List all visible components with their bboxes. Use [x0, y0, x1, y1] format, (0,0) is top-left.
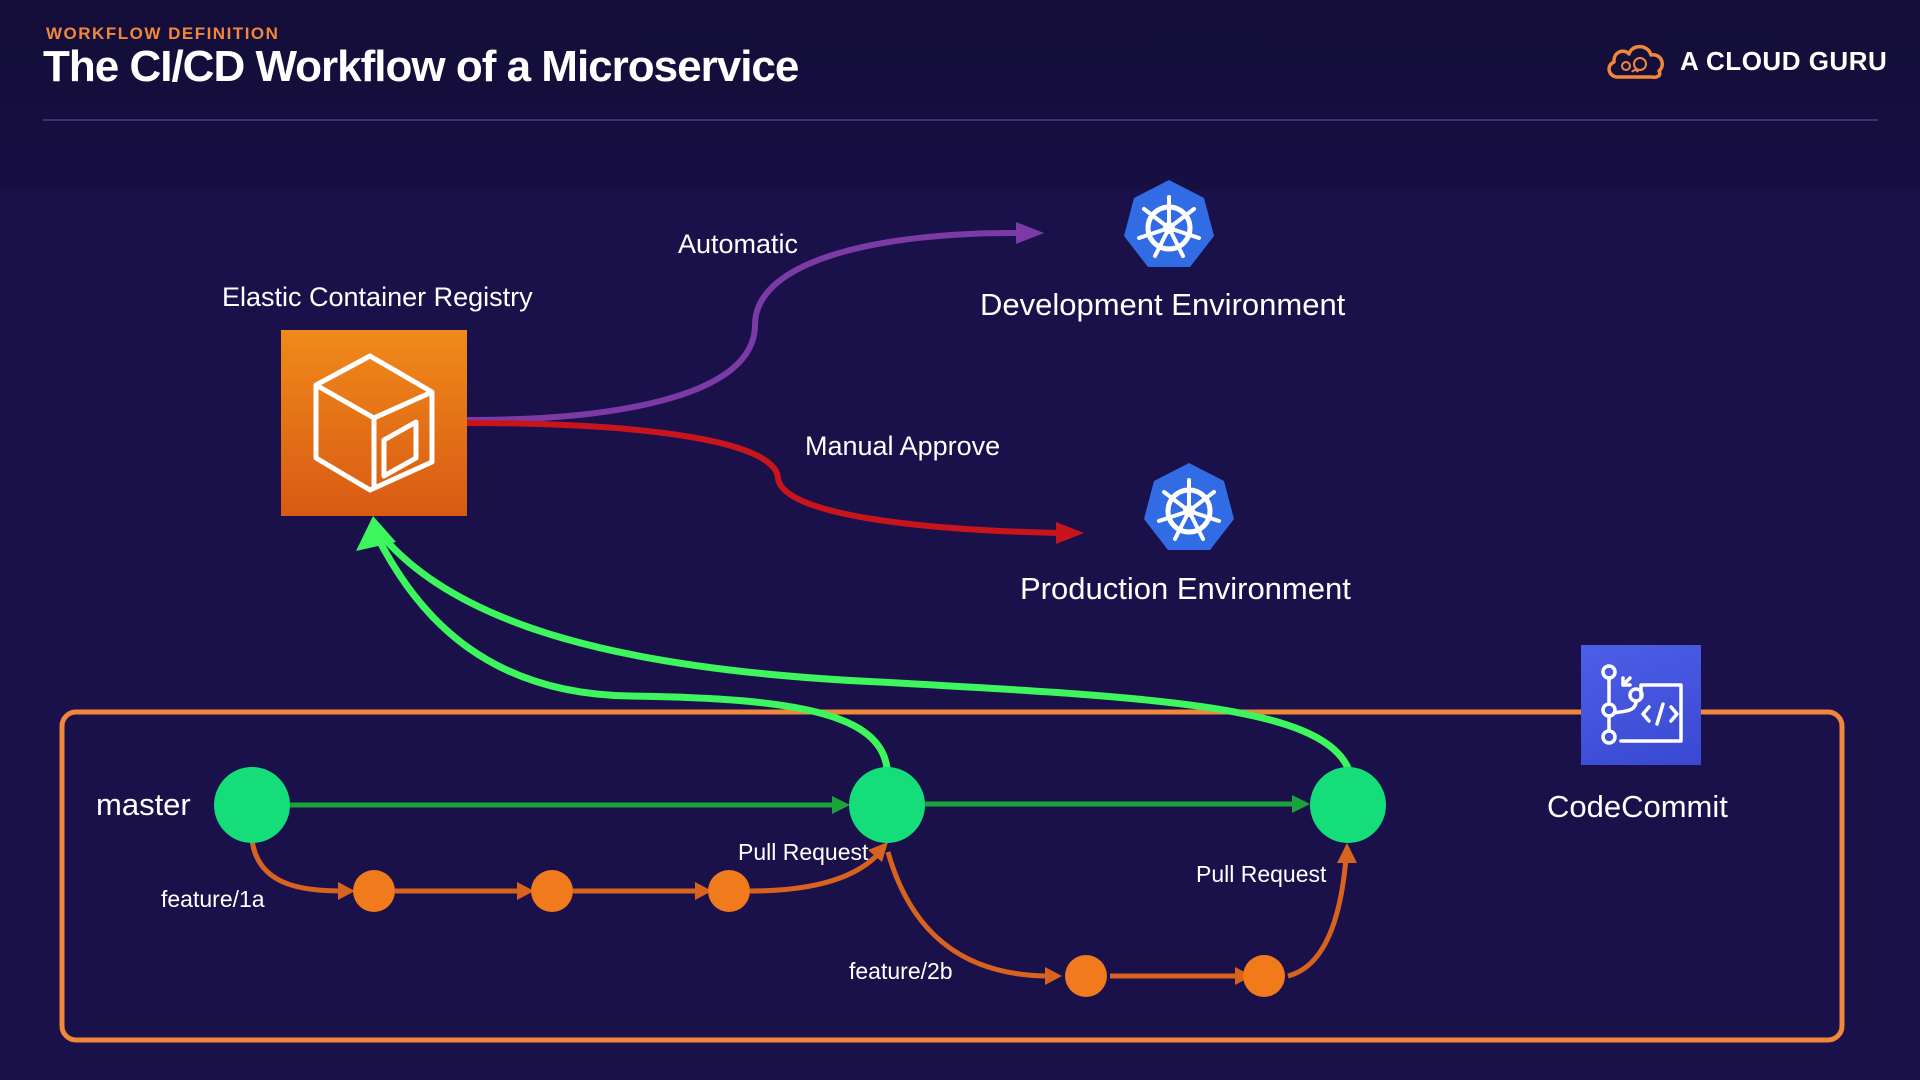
section-eyebrow: WORKFLOW DEFINITION: [46, 24, 280, 43]
build-push-arrow-1: [374, 534, 891, 772]
feature-1a-merge-arrow: [868, 842, 888, 862]
master-commit-3: [1310, 767, 1386, 843]
ecr-label: Elastic Container Registry: [222, 282, 533, 312]
header-divider: [43, 119, 1878, 121]
automatic-label: Automatic: [678, 229, 799, 259]
build-arrow-head: [356, 516, 396, 551]
codecommit-tile: [1581, 645, 1701, 765]
cloud-logo-icon: [1607, 44, 1664, 79]
master-commit-1: [214, 767, 290, 843]
feature-2b-merge-arrow: [1337, 843, 1357, 863]
feature-1a-arrow-1: [338, 882, 355, 900]
automatic-arrow-head: [1016, 222, 1044, 244]
brand-name: A CLOUD GURU: [1680, 45, 1888, 76]
feature-1a-commit-2: [531, 870, 573, 912]
brand-logo: A CLOUD GURU: [1604, 38, 1887, 84]
feature-1a-branch-line: [249, 839, 346, 894]
codecommit-icon: [1601, 664, 1683, 745]
master-commit-2: [849, 767, 925, 843]
dev-env-label: Development Environment: [980, 287, 1346, 322]
manual-approve-label: Manual Approve: [805, 431, 1001, 461]
pull-request-label-2: Pull Request: [1196, 861, 1327, 887]
feature-1a-commit-1: [353, 870, 395, 912]
codecommit-label: CodeCommit: [1547, 789, 1728, 824]
feature-1a-merge-line: [749, 850, 882, 894]
feature-2b-arrow-1: [1045, 967, 1062, 985]
feature-2b-commit-2: [1243, 955, 1285, 997]
pull-request-label-1: Pull Request: [738, 839, 869, 865]
repository-frame: [59, 709, 1845, 1043]
prod-env-label: Production Environment: [1020, 571, 1351, 606]
manual-arrow-head: [1056, 522, 1084, 544]
automatic-deploy-arrow: [465, 229, 1023, 423]
feature-1a-arrow-2: [517, 882, 534, 900]
master-arrow-head-1: [832, 796, 850, 814]
feature-2b-branch-line: [885, 851, 1051, 979]
feature-1a-commit-3: [708, 870, 750, 912]
feature-1a-arrow-3: [695, 882, 712, 900]
manual-deploy-arrow: [465, 420, 1063, 536]
feature-2b-commit-1: [1065, 955, 1107, 997]
container-registry-icon: [313, 353, 435, 493]
master-branch-label: master: [96, 787, 191, 822]
feature-2b-merge-line: [1287, 857, 1349, 979]
kubernetes-icon-prod: [1144, 463, 1234, 550]
master-arrow-head-2: [1292, 795, 1310, 813]
kubernetes-icon-dev: [1124, 180, 1214, 267]
build-push-arrow-2: [380, 534, 1352, 772]
feature-2b-label: feature/2b: [849, 958, 953, 984]
header-background: [0, 0, 1920, 190]
page-title: The CI/CD Workflow of a Microservice: [43, 42, 799, 91]
feature-1a-label: feature/1a: [161, 886, 265, 912]
